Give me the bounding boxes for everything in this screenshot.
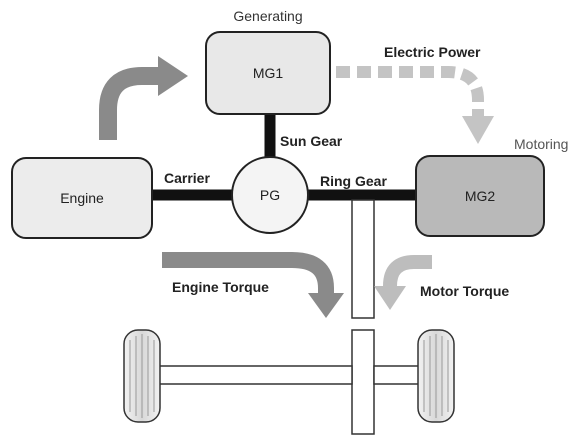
left-wheel-tread bbox=[129, 334, 155, 418]
mg1-block: MG1 Generating bbox=[205, 8, 331, 115]
engine-block: Engine bbox=[11, 157, 153, 239]
mg2-block: MG2 Motoring bbox=[415, 136, 568, 237]
engine-torque-label: Engine Torque bbox=[172, 279, 269, 295]
mg1-label: MG1 bbox=[253, 65, 284, 81]
right-wheel-tread bbox=[423, 334, 449, 418]
mg2-label: MG2 bbox=[465, 188, 496, 204]
engine-label: Engine bbox=[60, 190, 104, 206]
mg2-box bbox=[415, 155, 545, 237]
axle-right bbox=[373, 365, 421, 385]
motor-torque-arrow bbox=[374, 255, 432, 310]
engine-box bbox=[11, 157, 153, 239]
pg-circle bbox=[231, 156, 309, 234]
output-shaft-upper bbox=[351, 199, 375, 319]
output-shaft bbox=[351, 199, 375, 435]
output-shaft-lower bbox=[351, 329, 375, 435]
mg2-state-label: Motoring bbox=[514, 136, 568, 152]
motor-torque-label: Motor Torque bbox=[420, 283, 509, 299]
engine-torque-arrow bbox=[162, 252, 344, 318]
carrier-label: Carrier bbox=[164, 170, 210, 186]
axle-assembly bbox=[123, 329, 455, 423]
electric-power-label: Electric Power bbox=[384, 44, 481, 60]
engine-to-mg1-arrow bbox=[99, 56, 188, 140]
mg1-state-label: Generating bbox=[233, 8, 302, 24]
ring-gear-label: Ring Gear bbox=[320, 173, 387, 189]
sun-gear-label: Sun Gear bbox=[280, 133, 343, 149]
pg-label: PG bbox=[260, 187, 280, 203]
pg-block: PG bbox=[231, 156, 309, 234]
shafts bbox=[150, 112, 420, 201]
axle-left bbox=[157, 365, 353, 385]
mg1-box bbox=[205, 31, 331, 115]
electric-power-arrow bbox=[336, 66, 494, 144]
